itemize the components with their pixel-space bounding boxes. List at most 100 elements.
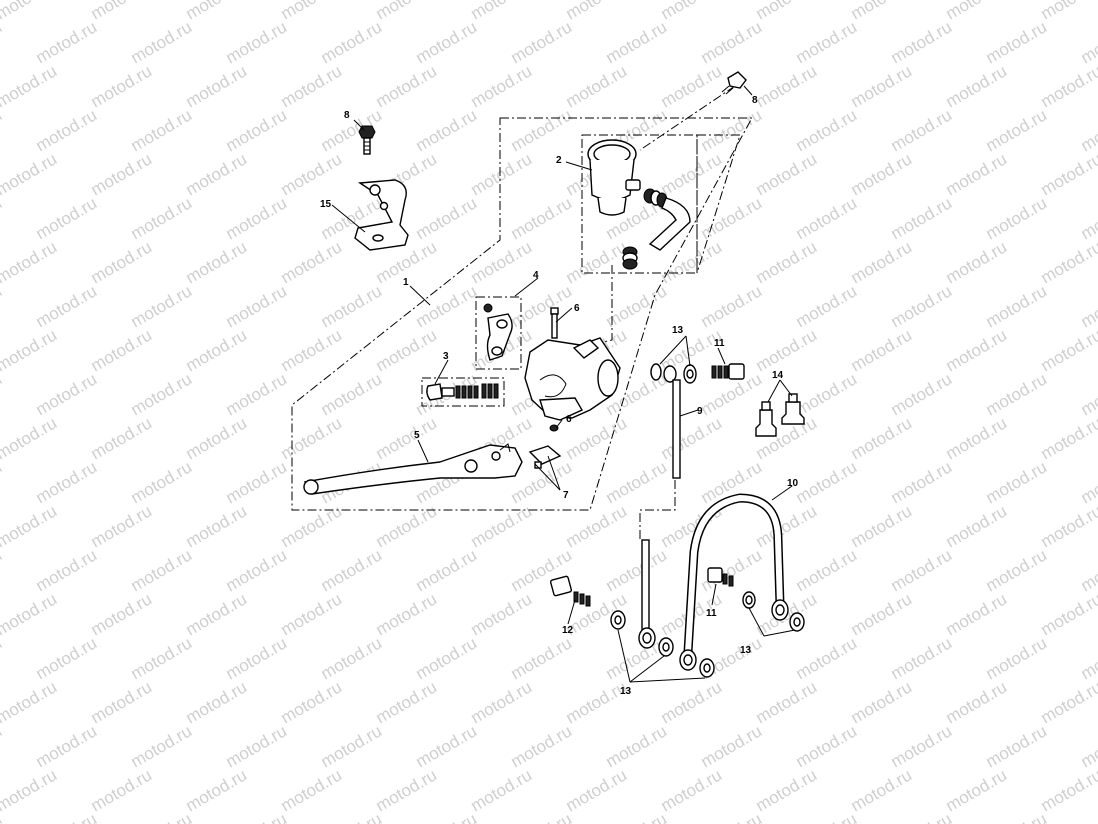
watermark-text: motod.ru xyxy=(1078,457,1098,507)
watermark-text: motod.ru xyxy=(1078,105,1098,155)
watermark-text: motod.ru xyxy=(983,809,1051,824)
watermark-text: motod.ru xyxy=(943,237,1011,287)
watermark-text: motod.ru xyxy=(943,765,1011,815)
watermark-text: motod.ru xyxy=(793,17,861,67)
watermark-text: motod.ru xyxy=(0,765,60,815)
brake-pipe-9 xyxy=(672,379,681,479)
watermark-text: motod.ru xyxy=(88,149,156,199)
watermark-text: motod.ru xyxy=(658,237,726,287)
callout-2: 2 xyxy=(556,155,562,166)
watermark-text: motod.ru xyxy=(563,765,631,815)
watermark-text: motod.ru xyxy=(0,325,60,375)
watermark-text: motod.ru xyxy=(943,589,1011,639)
watermark-text: motod.ru xyxy=(848,325,916,375)
callout-10: 10 xyxy=(787,478,799,489)
watermark-text: motod.ru xyxy=(278,765,346,815)
watermark-text: motod.ru xyxy=(373,0,441,23)
watermark-text: motod.ru xyxy=(468,501,536,551)
watermark-text: motod.ru xyxy=(318,721,386,771)
watermark-text: motod.ru xyxy=(1038,149,1098,199)
watermark-text: motod.ru xyxy=(0,61,60,111)
watermark-text: motod.ru xyxy=(508,809,576,824)
callout-8-left: 8 xyxy=(344,110,350,121)
watermark-text: motod.ru xyxy=(183,413,251,463)
watermark-text: motod.ru xyxy=(33,545,101,595)
hose-clip xyxy=(622,246,638,270)
watermark-text: motod.ru xyxy=(888,281,956,331)
watermark-text: motod.ru xyxy=(698,281,766,331)
watermark-text: motod.ru xyxy=(88,765,156,815)
watermark-text: motod.ru xyxy=(223,105,291,155)
watermark-text: motod.ru xyxy=(0,721,5,771)
watermark-text: motod.ru xyxy=(753,237,821,287)
watermark-text: motod.ru xyxy=(888,369,956,419)
watermark-text: motod.ru xyxy=(943,501,1011,551)
watermark-text: motod.ru xyxy=(468,237,536,287)
watermark-text: motod.ru xyxy=(128,281,196,331)
watermark-text: motod.ru xyxy=(128,633,196,683)
watermark-text: motod.ru xyxy=(508,193,576,243)
watermark-text: motod.ru xyxy=(888,633,956,683)
watermark-text: motod.ru xyxy=(793,105,861,155)
watermark-text: motod.ru xyxy=(278,413,346,463)
watermark-text: motod.ru xyxy=(318,545,386,595)
watermark-text: motod.ru xyxy=(848,501,916,551)
watermark-text: motod.ru xyxy=(943,61,1011,111)
watermark-text: motod.ru xyxy=(1078,17,1098,67)
watermark-text: motod.ru xyxy=(278,589,346,639)
watermark-text: motod.ru xyxy=(183,237,251,287)
watermark-text: motod.ru xyxy=(658,677,726,727)
watermark-text: motod.ru xyxy=(753,677,821,727)
watermark-text: motod.ru xyxy=(223,721,291,771)
watermark-text: motod.ru xyxy=(848,677,916,727)
watermark-text: motod.ru xyxy=(413,633,481,683)
watermark-text: motod.ru xyxy=(413,17,481,67)
watermark-text: motod.ru xyxy=(1078,369,1098,419)
watermark-text: motod.ru xyxy=(413,809,481,824)
callout-8-right: 8 xyxy=(752,95,758,106)
watermark-text: motod.ru xyxy=(413,281,481,331)
watermark-text: motod.ru xyxy=(468,589,536,639)
watermark-text: motod.ru xyxy=(33,17,101,67)
watermark-text: motod.ru xyxy=(0,413,60,463)
watermark-text: motod.ru xyxy=(413,105,481,155)
watermark-text: motod.ru xyxy=(88,0,156,23)
watermark-text: motod.ru xyxy=(223,633,291,683)
clamp-4 xyxy=(483,303,513,361)
watermark-text: motod.ru xyxy=(848,589,916,639)
reservoir-2 xyxy=(587,139,691,270)
watermark-text: motod.ru xyxy=(1038,589,1098,639)
watermark-text: motod.ru xyxy=(848,149,916,199)
watermark-text: motod.ru xyxy=(88,61,156,111)
watermark-text: motod.ru xyxy=(223,809,291,824)
watermark-text: motod.ru xyxy=(33,809,101,824)
callout-15: 15 xyxy=(320,199,332,210)
watermark-text: motod.ru xyxy=(983,721,1051,771)
watermark-text: motod.ru xyxy=(1078,193,1098,243)
callout-leaders xyxy=(331,85,796,683)
watermark-text: motod.ru xyxy=(33,721,101,771)
watermark-text: motod.ru xyxy=(848,0,916,23)
watermark-text: motod.ru xyxy=(183,765,251,815)
watermark-text: motod.ru xyxy=(698,721,766,771)
watermark-text: motod.ru xyxy=(1038,765,1098,815)
watermark-text: motod.ru xyxy=(508,17,576,67)
watermark-text: motod.ru xyxy=(563,237,631,287)
watermark-text: motod.ru xyxy=(1078,281,1098,331)
watermark-text: motod.ru xyxy=(33,369,101,419)
watermark-text: motod.ru xyxy=(563,413,631,463)
watermark-text: motod.ru xyxy=(33,457,101,507)
watermark-text: motod.ru xyxy=(373,765,441,815)
watermark-text: motod.ru xyxy=(128,17,196,67)
watermark-text: motod.ru xyxy=(0,105,5,155)
watermark-text: motod.ru xyxy=(1078,545,1098,595)
hose-spring xyxy=(643,188,668,208)
watermark-text: motod.ru xyxy=(1078,633,1098,683)
watermark-text: motod.ru xyxy=(128,105,196,155)
watermark-text: motod.ru xyxy=(33,193,101,243)
bolt-11-upper xyxy=(711,363,745,380)
watermark-text: motod.ru xyxy=(33,633,101,683)
watermark-text: motod.ru xyxy=(0,369,5,419)
watermark-text: motod.ru xyxy=(413,545,481,595)
